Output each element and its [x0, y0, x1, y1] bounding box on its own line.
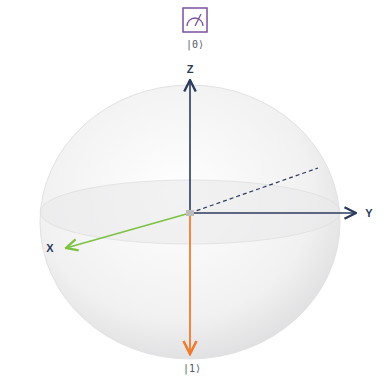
- basis-state-label: |1⟩: [183, 364, 201, 374]
- axis-label: Z: [187, 64, 194, 75]
- hidden-axis: [190, 168, 318, 213]
- axis-label: X: [46, 243, 53, 254]
- measurement-icon: [183, 8, 207, 32]
- origin-mark: [186, 210, 194, 216]
- x-axis: [66, 213, 190, 248]
- basis-state-label: |0⟩: [186, 40, 204, 50]
- state-vector: [189, 213, 191, 354]
- z-axis: [189, 80, 191, 213]
- y-axis: [190, 212, 356, 214]
- axis-label: Y: [365, 208, 372, 219]
